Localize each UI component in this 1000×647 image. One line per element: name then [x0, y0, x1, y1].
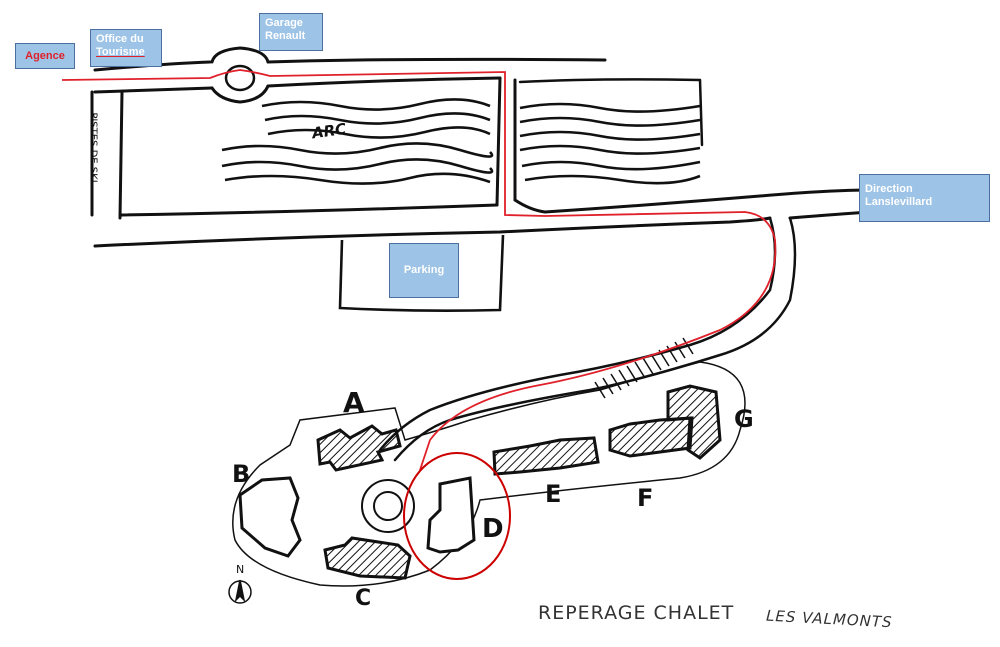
building-letter-f: F	[637, 484, 654, 512]
lower-road-lower-edge-east	[788, 210, 872, 220]
middle-road-left-edge	[495, 76, 502, 207]
building-letter-b: B	[232, 460, 251, 488]
north-letter: N	[236, 563, 245, 576]
building-c-shape	[323, 536, 412, 580]
building-letter-a: A	[343, 386, 365, 419]
top-road-branch	[518, 78, 702, 84]
building-f-shape	[608, 416, 694, 458]
route-line	[61, 69, 777, 471]
residence-outline	[232, 361, 746, 587]
label-agence: Agence	[15, 43, 75, 69]
label-office-line2: Tourisme	[96, 46, 145, 58]
building-e-shape	[492, 436, 600, 476]
label-garage-line2: Renault	[265, 30, 306, 42]
top-road-lower-edge	[93, 76, 502, 94]
label-direction-lanslevillard: Direction Lanslevillard	[859, 174, 990, 222]
lower-road-upper-edge	[120, 203, 499, 217]
label-direction-line1: Direction	[865, 183, 913, 195]
top-road-upper-edge	[93, 57, 607, 72]
building-d-shape	[426, 476, 476, 554]
right-block-lines	[519, 102, 701, 185]
building-letter-d: D	[482, 514, 504, 544]
chalet-buildings	[238, 384, 722, 580]
building-a-shape	[316, 424, 402, 472]
map-title: REPERAGE CHALET	[538, 602, 735, 624]
label-office-du-tourisme: Office du Tourisme	[90, 29, 162, 67]
road-network	[90, 46, 872, 462]
building-letter-e: E	[545, 480, 562, 508]
label-direction-line2: Lanslevillard	[865, 196, 933, 208]
building-g-shape	[666, 384, 722, 460]
label-garage-line1: Garage	[265, 17, 303, 29]
label-garage-renault: Garage Renault	[259, 13, 323, 51]
roundabout-outer	[210, 46, 270, 104]
roundabout-island	[224, 64, 256, 92]
building-letter-c: C	[355, 586, 372, 611]
right-block-edge	[698, 78, 704, 147]
parking-lot-outline	[338, 234, 505, 312]
label-parking: Parking	[389, 243, 459, 298]
building-b-shape	[238, 476, 302, 558]
left-road-edge-2	[118, 90, 124, 220]
access-road-inner	[378, 216, 777, 452]
central-courtyard	[361, 479, 415, 533]
lower-road-upper-edge-east	[513, 188, 872, 214]
pistes-de-ski-handwriting: PISTES DE SKI	[87, 112, 99, 183]
arc-block-lines	[221, 98, 494, 185]
building-letter-g: G	[734, 405, 754, 433]
label-office-line1: Office du	[96, 33, 144, 45]
north-arrow-icon	[228, 579, 252, 604]
lower-road-lower-edge	[93, 216, 772, 248]
building-d-highlight-circle	[403, 452, 511, 580]
